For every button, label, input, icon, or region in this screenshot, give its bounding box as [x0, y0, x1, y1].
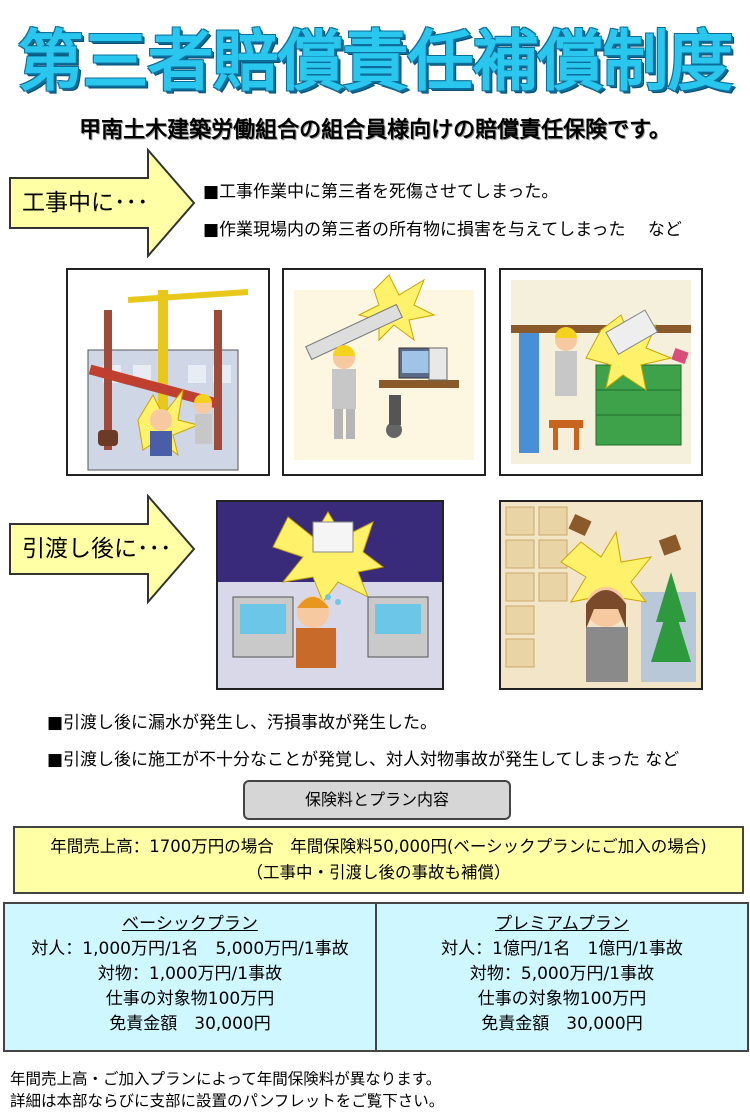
premium-plan: プレミアムプラン 対人：1億円/1名 1億円/1事故 対物：5,000万円/1事… — [375, 904, 747, 1050]
handover-arrow: 引渡し後に･･･ — [8, 494, 198, 604]
premium-plan-line: 仕事の対象物100万円 — [477, 989, 647, 1009]
illustration-tile-falling — [499, 500, 703, 690]
construction-arrow: 工事中に･･･ — [8, 148, 198, 258]
illustration-aircon-install — [499, 268, 703, 476]
illustration-crane-accident — [66, 268, 270, 476]
basic-plan-line: 免責金額 30,000円 — [109, 1014, 271, 1034]
page-subtitle: 甲南土木建築労働組合の組合員様向けの賠償責任保険です。 — [79, 118, 671, 143]
premium-info-box: 年間売上高：1700万円の場合 年間保険料50,000円(ベーシックプランにご加… — [13, 826, 744, 894]
construction-label: 工事中に･･･ — [22, 190, 149, 216]
plans-table: ベーシックプラン 対人：1,000万円/1名 5,000万円/1事故 対物：1,… — [3, 902, 749, 1052]
premium-plan-title: プレミアムプラン — [495, 914, 629, 934]
footer-notes: 年間売上高・ご加入プランによって年間保険料が異なります。 詳細は本部ならびに支部… — [10, 1068, 444, 1112]
premium-plan-line: 対物：5,000万円/1事故 — [469, 964, 655, 984]
premium-plan-button[interactable]: 保険料とプラン内容 — [243, 780, 511, 820]
premium-plan-line: 免責金額 30,000円 — [481, 1014, 643, 1034]
construction-bullet-2: ■作業現場内の第三者の所有物に損害を与えてしまった など — [203, 220, 682, 240]
handover-label: 引渡し後に･･･ — [22, 536, 172, 562]
premium-plan-line: 対人：1億円/1名 1億円/1事故 — [441, 939, 683, 959]
basic-plan: ベーシックプラン 対人：1,000万円/1名 5,000万円/1事故 対物：1,… — [5, 904, 375, 1050]
premium-info-line-1: 年間売上高：1700万円の場合 年間保険料50,000円(ベーシックプランにご加… — [50, 837, 707, 856]
footer-line-2: 詳細は本部ならびに支部に設置のパンフレットをご覧下さい。 — [10, 1092, 445, 1110]
handover-bullet-2: ■引渡し後に施工が不十分なことが発覚し、対人対物事故が発生してしまった など — [47, 750, 680, 770]
illustration-water-leak — [216, 500, 444, 690]
footer-line-1: 年間売上高・ご加入プランによって年間保険料が異なります。 — [10, 1070, 442, 1088]
arrow-shape — [9, 494, 196, 604]
basic-plan-line: 対物：1,000万円/1事故 — [97, 964, 283, 984]
page-title: 第三者賠償責任補償制度 — [17, 23, 734, 100]
construction-bullet-1: ■工事作業中に第三者を死傷させてしまった。 — [203, 182, 559, 202]
handover-bullet-1: ■引渡し後に漏水が発生し、汚損事故が発生した。 — [47, 713, 438, 733]
premium-info-line-2: （工事中・引渡し後の事故も補償） — [246, 863, 511, 882]
arrow-shape — [9, 148, 196, 258]
illustration-ceiling-damage — [282, 268, 486, 476]
basic-plan-line: 対人：1,000万円/1名 5,000万円/1事故 — [31, 939, 349, 959]
basic-plan-line: 仕事の対象物100万円 — [105, 989, 275, 1009]
basic-plan-title: ベーシックプラン — [122, 914, 258, 934]
